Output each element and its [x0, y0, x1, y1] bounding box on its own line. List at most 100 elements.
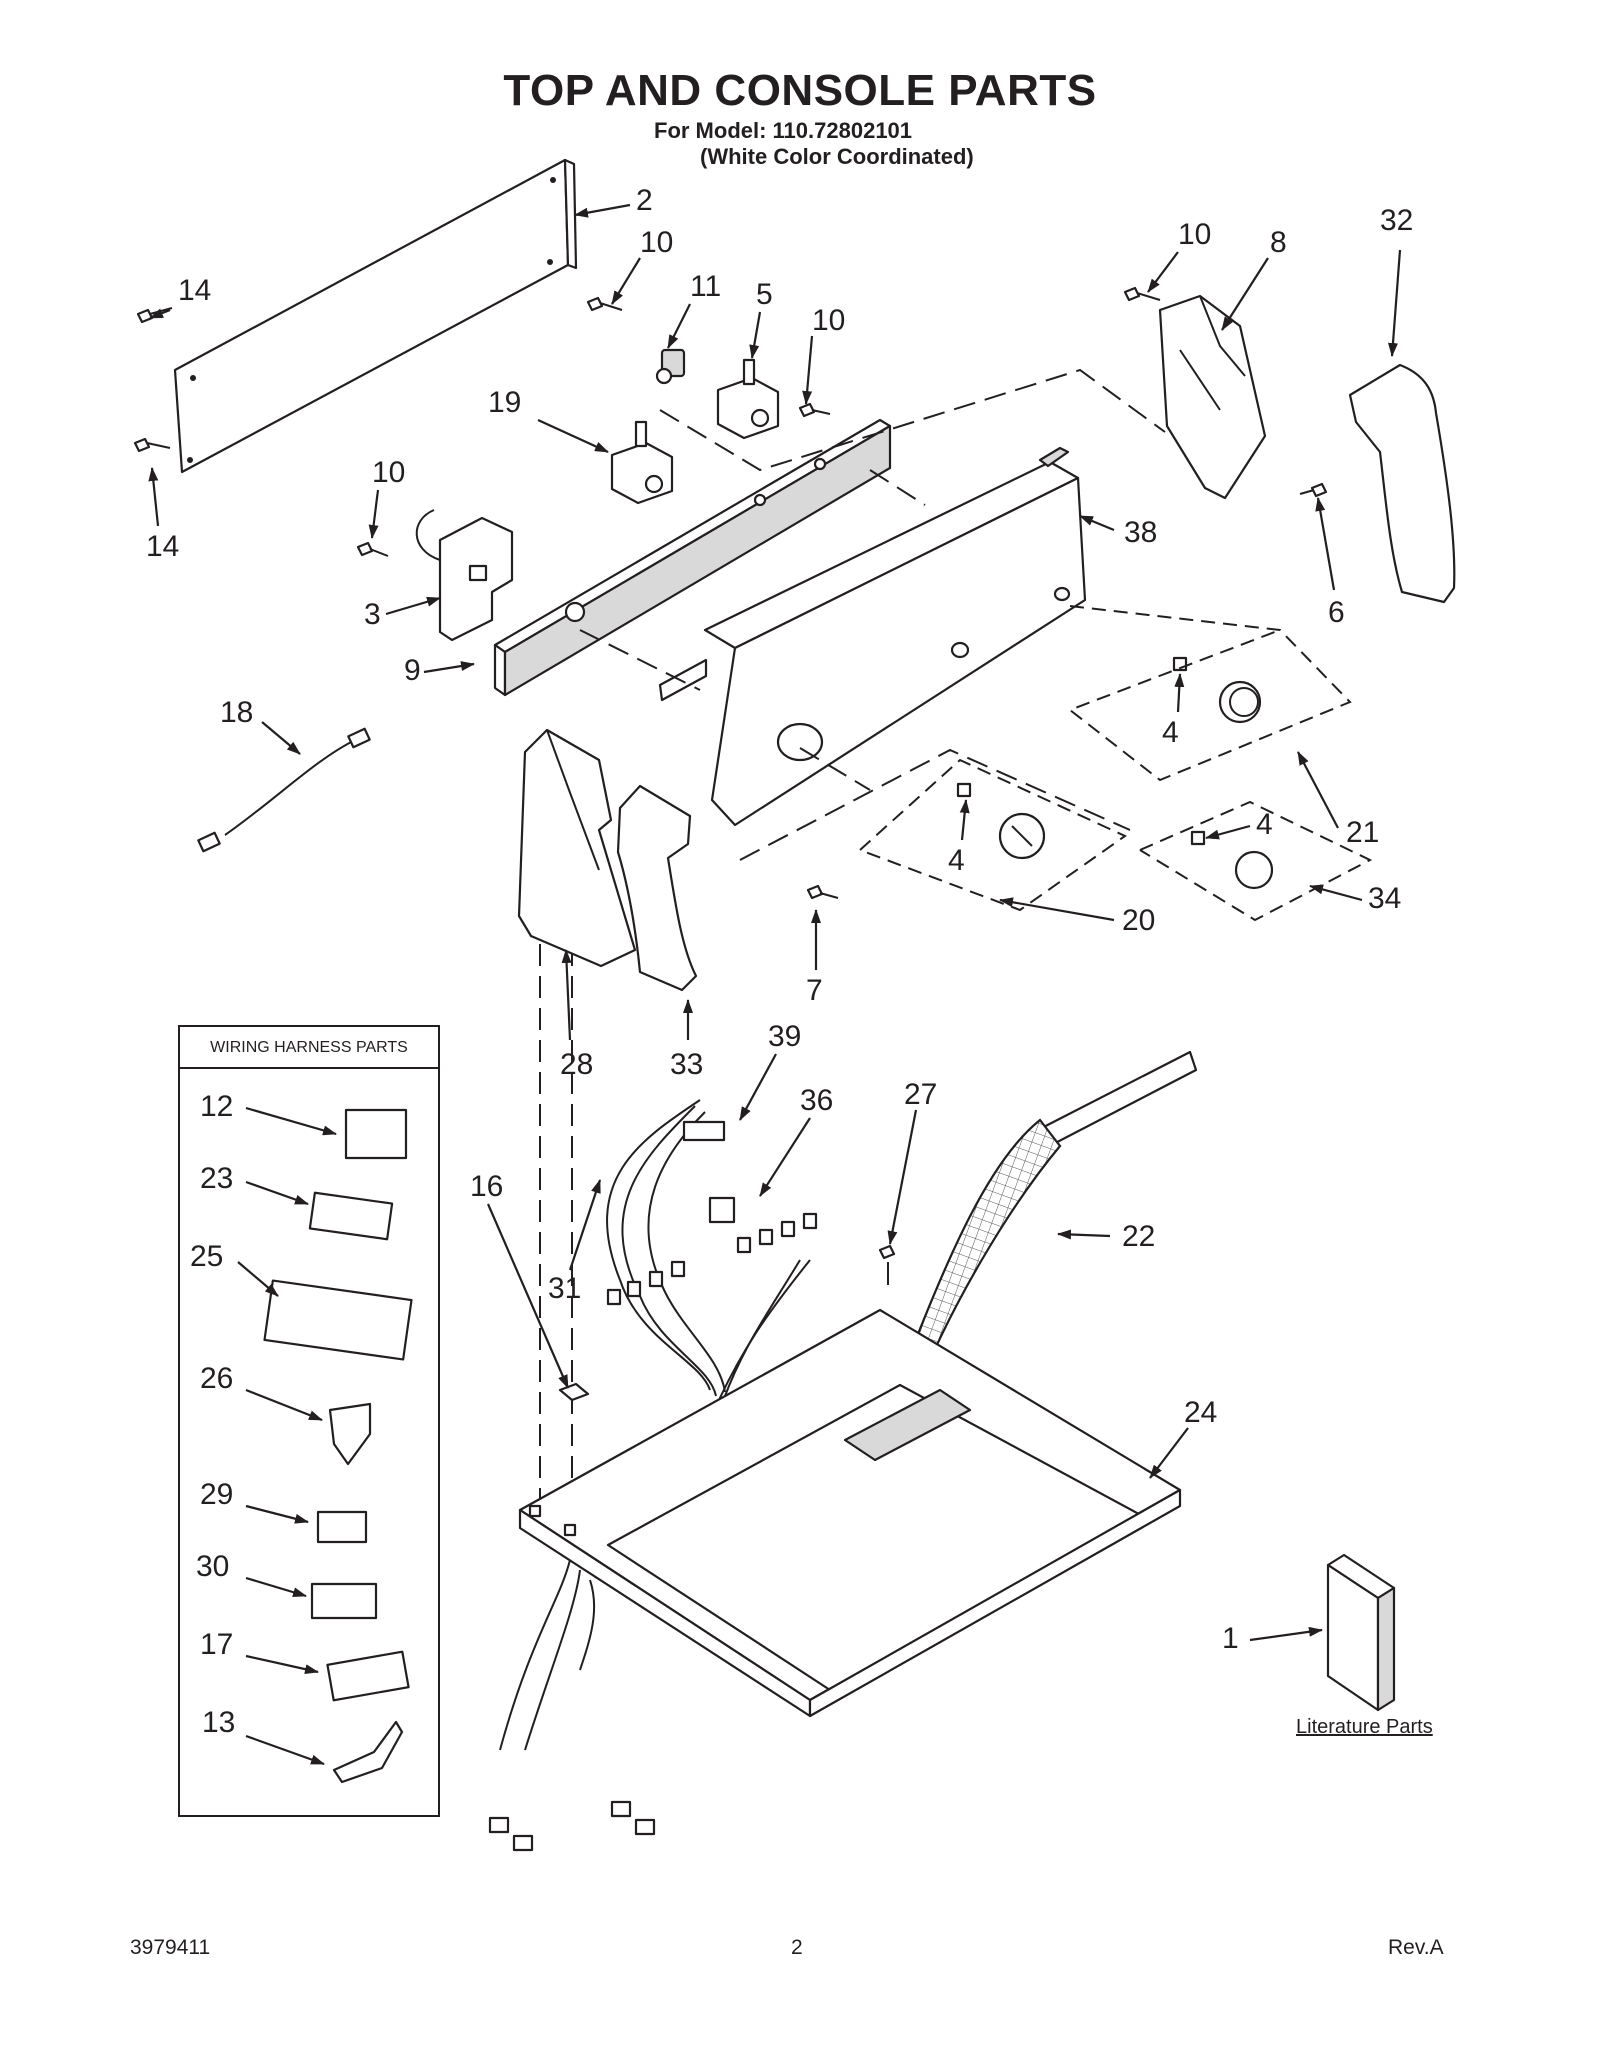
callout-4-c: 4	[948, 844, 965, 877]
leader-arrow-15	[1315, 497, 1336, 591]
callout-34: 34	[1368, 882, 1401, 915]
leader-arrow-38	[245, 1576, 307, 1598]
harness-parts-illustrations	[263, 1108, 413, 1784]
leader-arrow-40	[245, 1734, 325, 1766]
leader-arrow-34	[245, 1180, 309, 1206]
callout-21: 21	[1346, 816, 1379, 849]
leader-arrow-39	[245, 1654, 319, 1675]
leader-arrow-2	[148, 467, 160, 527]
leader-arrow-21	[999, 897, 1115, 922]
callout-5: 5	[756, 278, 773, 311]
wire-part-18	[197, 727, 371, 853]
leader-arrow-13	[423, 661, 475, 674]
wiring-harness-part-31	[606, 1099, 818, 1421]
callout-1: 1	[1222, 1622, 1239, 1655]
leader-arrow-12	[385, 596, 441, 616]
leader-arrow-10	[537, 418, 609, 454]
callout-harness-30: 30	[196, 1550, 229, 1583]
console-panel-part-38	[658, 446, 1087, 827]
end-cap-trim-part-32	[1348, 363, 1456, 604]
literature-parts-label: Literature Parts	[1296, 1716, 1433, 1738]
callout-24: 24	[1184, 1396, 1217, 1429]
callout-4-b: 4	[1256, 808, 1273, 841]
leader-arrow-16	[1174, 673, 1185, 713]
dryer-top-part-24	[488, 1308, 1182, 1852]
leader-arrow-9	[1387, 249, 1402, 357]
callout-38: 38	[1124, 516, 1157, 549]
leader-arrow-17	[1297, 751, 1339, 829]
end-cap-part-8	[1158, 294, 1267, 500]
screw-part-27	[878, 1244, 896, 1285]
screw-part-10-a	[586, 296, 623, 312]
leader-arrow-0	[574, 203, 631, 218]
callout-harness-23: 23	[200, 1162, 233, 1195]
leader-arrow-24	[561, 949, 572, 1041]
leader-arrow-20	[1309, 884, 1363, 902]
wiring-harness-parts-box: WIRING HARNESS PARTS	[178, 1025, 440, 1817]
callout-14-bottom: 14	[146, 530, 179, 563]
rear-control-panel	[173, 158, 578, 474]
callout-harness-25: 25	[190, 1240, 223, 1273]
callout-harness-17: 17	[200, 1628, 233, 1661]
end-cap-part-28	[517, 728, 637, 968]
leader-arrow-30	[568, 1179, 602, 1271]
leader-arrow-6	[802, 335, 814, 405]
leader-arrow-5	[749, 311, 762, 359]
callout-39: 39	[768, 1020, 801, 1053]
knob-part-34	[1190, 830, 1274, 890]
harness-box-title: WIRING HARNESS PARTS	[180, 1027, 438, 1069]
screw-part-6	[1299, 482, 1328, 498]
callout-harness-29: 29	[200, 1478, 233, 1511]
callout-2: 2	[636, 184, 653, 217]
leader-arrow-26	[739, 1053, 777, 1121]
callout-numbers: 2 14 14 10 11 5 10 10 8 32 19 10 3 9 38 …	[146, 184, 1413, 1739]
console-bracket-part-9	[493, 418, 892, 697]
leader-arrow-4	[667, 303, 691, 349]
callout-18: 18	[220, 696, 253, 729]
callout-10-b: 10	[812, 304, 845, 337]
callout-9: 9	[404, 654, 421, 687]
color-line: (White Color Coordinated)	[700, 144, 974, 169]
callout-19: 19	[488, 386, 521, 419]
switch-part-5	[716, 358, 780, 440]
doc-number: 3979411	[130, 1936, 211, 1959]
literature-booklet-part-1	[1326, 1553, 1396, 1712]
callout-harness-26: 26	[200, 1362, 233, 1395]
leader-arrow-41	[1249, 1626, 1323, 1642]
timer-part-3	[415, 509, 514, 642]
callout-6: 6	[1328, 596, 1345, 629]
leader-arrow-35	[237, 1261, 279, 1297]
leader-arrow-36	[245, 1388, 323, 1422]
callout-33: 33	[670, 1048, 703, 1081]
callout-10-d: 10	[372, 456, 405, 489]
model-line: For Model: 110.72802101	[654, 118, 913, 143]
leader-arrow-3	[611, 257, 641, 305]
callout-11: 11	[690, 270, 721, 303]
assembly-dashed-lines	[539, 368, 1373, 1525]
leader-arrow-19	[959, 799, 970, 841]
callout-32: 32	[1380, 204, 1413, 237]
callout-14-top: 14	[178, 274, 211, 307]
leader-arrow-31	[1057, 1229, 1111, 1240]
lint-filter-part-22	[898, 1050, 1198, 1399]
callout-7: 7	[806, 974, 823, 1007]
leader-arrow-28	[887, 1109, 918, 1245]
revision-label: Rev.A	[1388, 1936, 1444, 1959]
callout-31: 31	[548, 1272, 581, 1305]
leader-arrow-23	[261, 721, 301, 755]
page-title: TOP AND CONSOLE PARTS	[503, 66, 1097, 115]
callout-harness-13: 13	[202, 1706, 235, 1739]
page-number: 2	[791, 1936, 803, 1959]
leader-arrow-11	[368, 489, 380, 539]
callout-10-a: 10	[640, 226, 673, 259]
screw-part-10-d	[356, 541, 389, 557]
callout-harness-12: 12	[200, 1090, 233, 1123]
callout-22: 22	[1122, 1220, 1155, 1253]
switch-part-19	[610, 420, 674, 505]
leader-arrow-14	[1079, 514, 1115, 532]
switch-part-11	[655, 348, 686, 385]
leader-arrow-37	[245, 1504, 309, 1524]
callout-leader-lines	[148, 203, 1402, 1766]
screw-part-10-c	[1123, 286, 1161, 302]
